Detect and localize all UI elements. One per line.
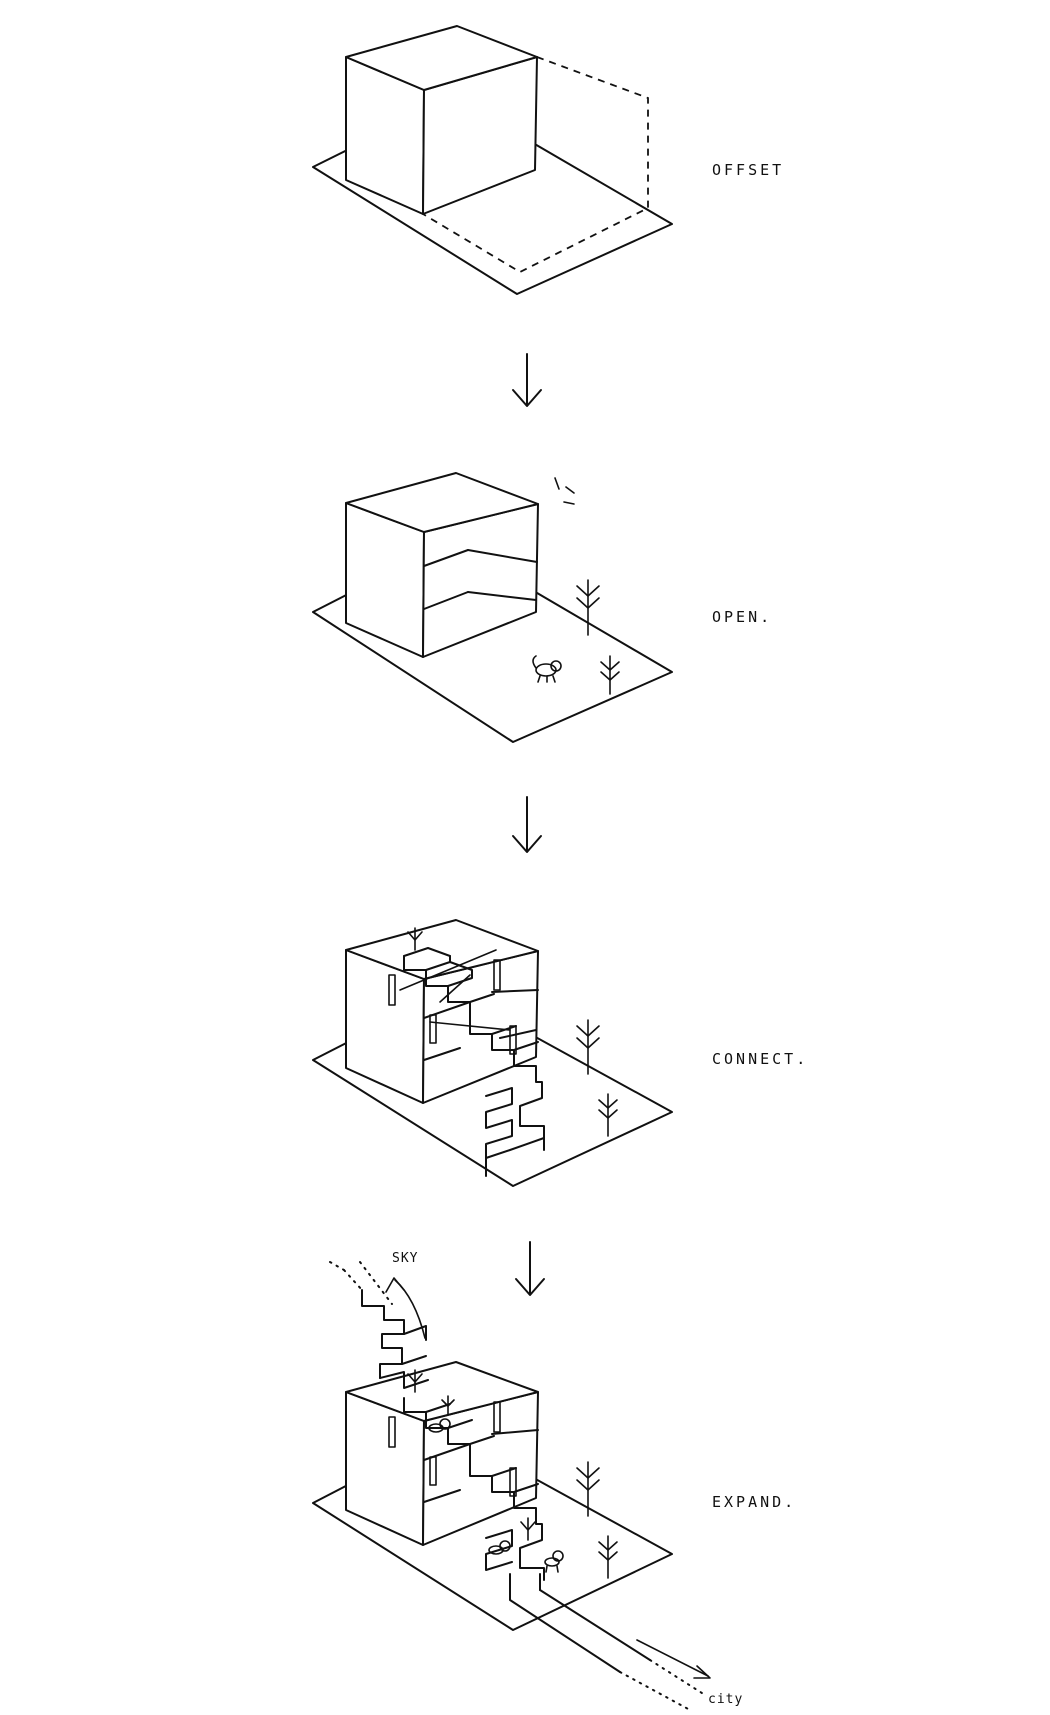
step-label-open: OPEN. bbox=[712, 608, 772, 626]
tree-icon bbox=[407, 927, 423, 951]
annotation-sky: SKY bbox=[392, 1251, 418, 1266]
offset-ghost-volume bbox=[422, 56, 649, 274]
down-arrow-2 bbox=[512, 796, 542, 853]
annotation-city: city bbox=[708, 1692, 743, 1707]
down-arrow-1 bbox=[512, 353, 542, 407]
cat-icon bbox=[544, 1550, 564, 1573]
cat-icon bbox=[488, 1540, 511, 1555]
tree-icon bbox=[407, 1369, 423, 1393]
person-icon bbox=[509, 1025, 517, 1055]
step-open: OPEN. bbox=[312, 472, 772, 743]
tree-icon bbox=[598, 1535, 618, 1579]
stair-to-sky bbox=[361, 1289, 405, 1379]
person-icon bbox=[388, 974, 396, 1006]
person-icon bbox=[429, 1014, 437, 1044]
step-offset: OFFSET bbox=[312, 25, 784, 295]
tree-icon bbox=[520, 1517, 536, 1541]
cat-icon bbox=[428, 1418, 451, 1433]
tree-icon bbox=[441, 1395, 455, 1415]
city-path bbox=[509, 1573, 621, 1673]
step-label-connect: CONNECT. bbox=[712, 1050, 808, 1068]
person-icon bbox=[509, 1467, 517, 1497]
cube-top-face bbox=[345, 472, 539, 533]
person-icon bbox=[388, 1416, 396, 1448]
person-icon bbox=[429, 1456, 437, 1486]
step-label-offset: OFFSET bbox=[712, 161, 784, 179]
sun-rays-icon bbox=[554, 477, 575, 505]
cat-icon bbox=[532, 655, 562, 683]
sky-arrow bbox=[394, 1279, 426, 1339]
stair-flight bbox=[403, 955, 545, 1139]
tree-icon bbox=[576, 1461, 600, 1517]
stair-flight bbox=[403, 1397, 545, 1581]
person-icon bbox=[493, 1401, 501, 1433]
step-connect: CONNECT. bbox=[312, 919, 808, 1187]
tree-icon bbox=[576, 579, 600, 636]
down-arrow-3 bbox=[515, 1241, 545, 1296]
cube-top-face bbox=[345, 25, 538, 91]
step-label-expand: EXPAND. bbox=[712, 1493, 796, 1511]
tree-icon bbox=[598, 1093, 618, 1137]
person-icon bbox=[493, 959, 501, 991]
city-arrow bbox=[636, 1639, 709, 1677]
step-expand: city SKY bbox=[312, 1251, 796, 1711]
cube-top-face bbox=[345, 919, 539, 980]
tree-icon bbox=[600, 655, 620, 695]
tree-icon bbox=[576, 1019, 600, 1075]
cube-top-face bbox=[345, 1361, 539, 1422]
